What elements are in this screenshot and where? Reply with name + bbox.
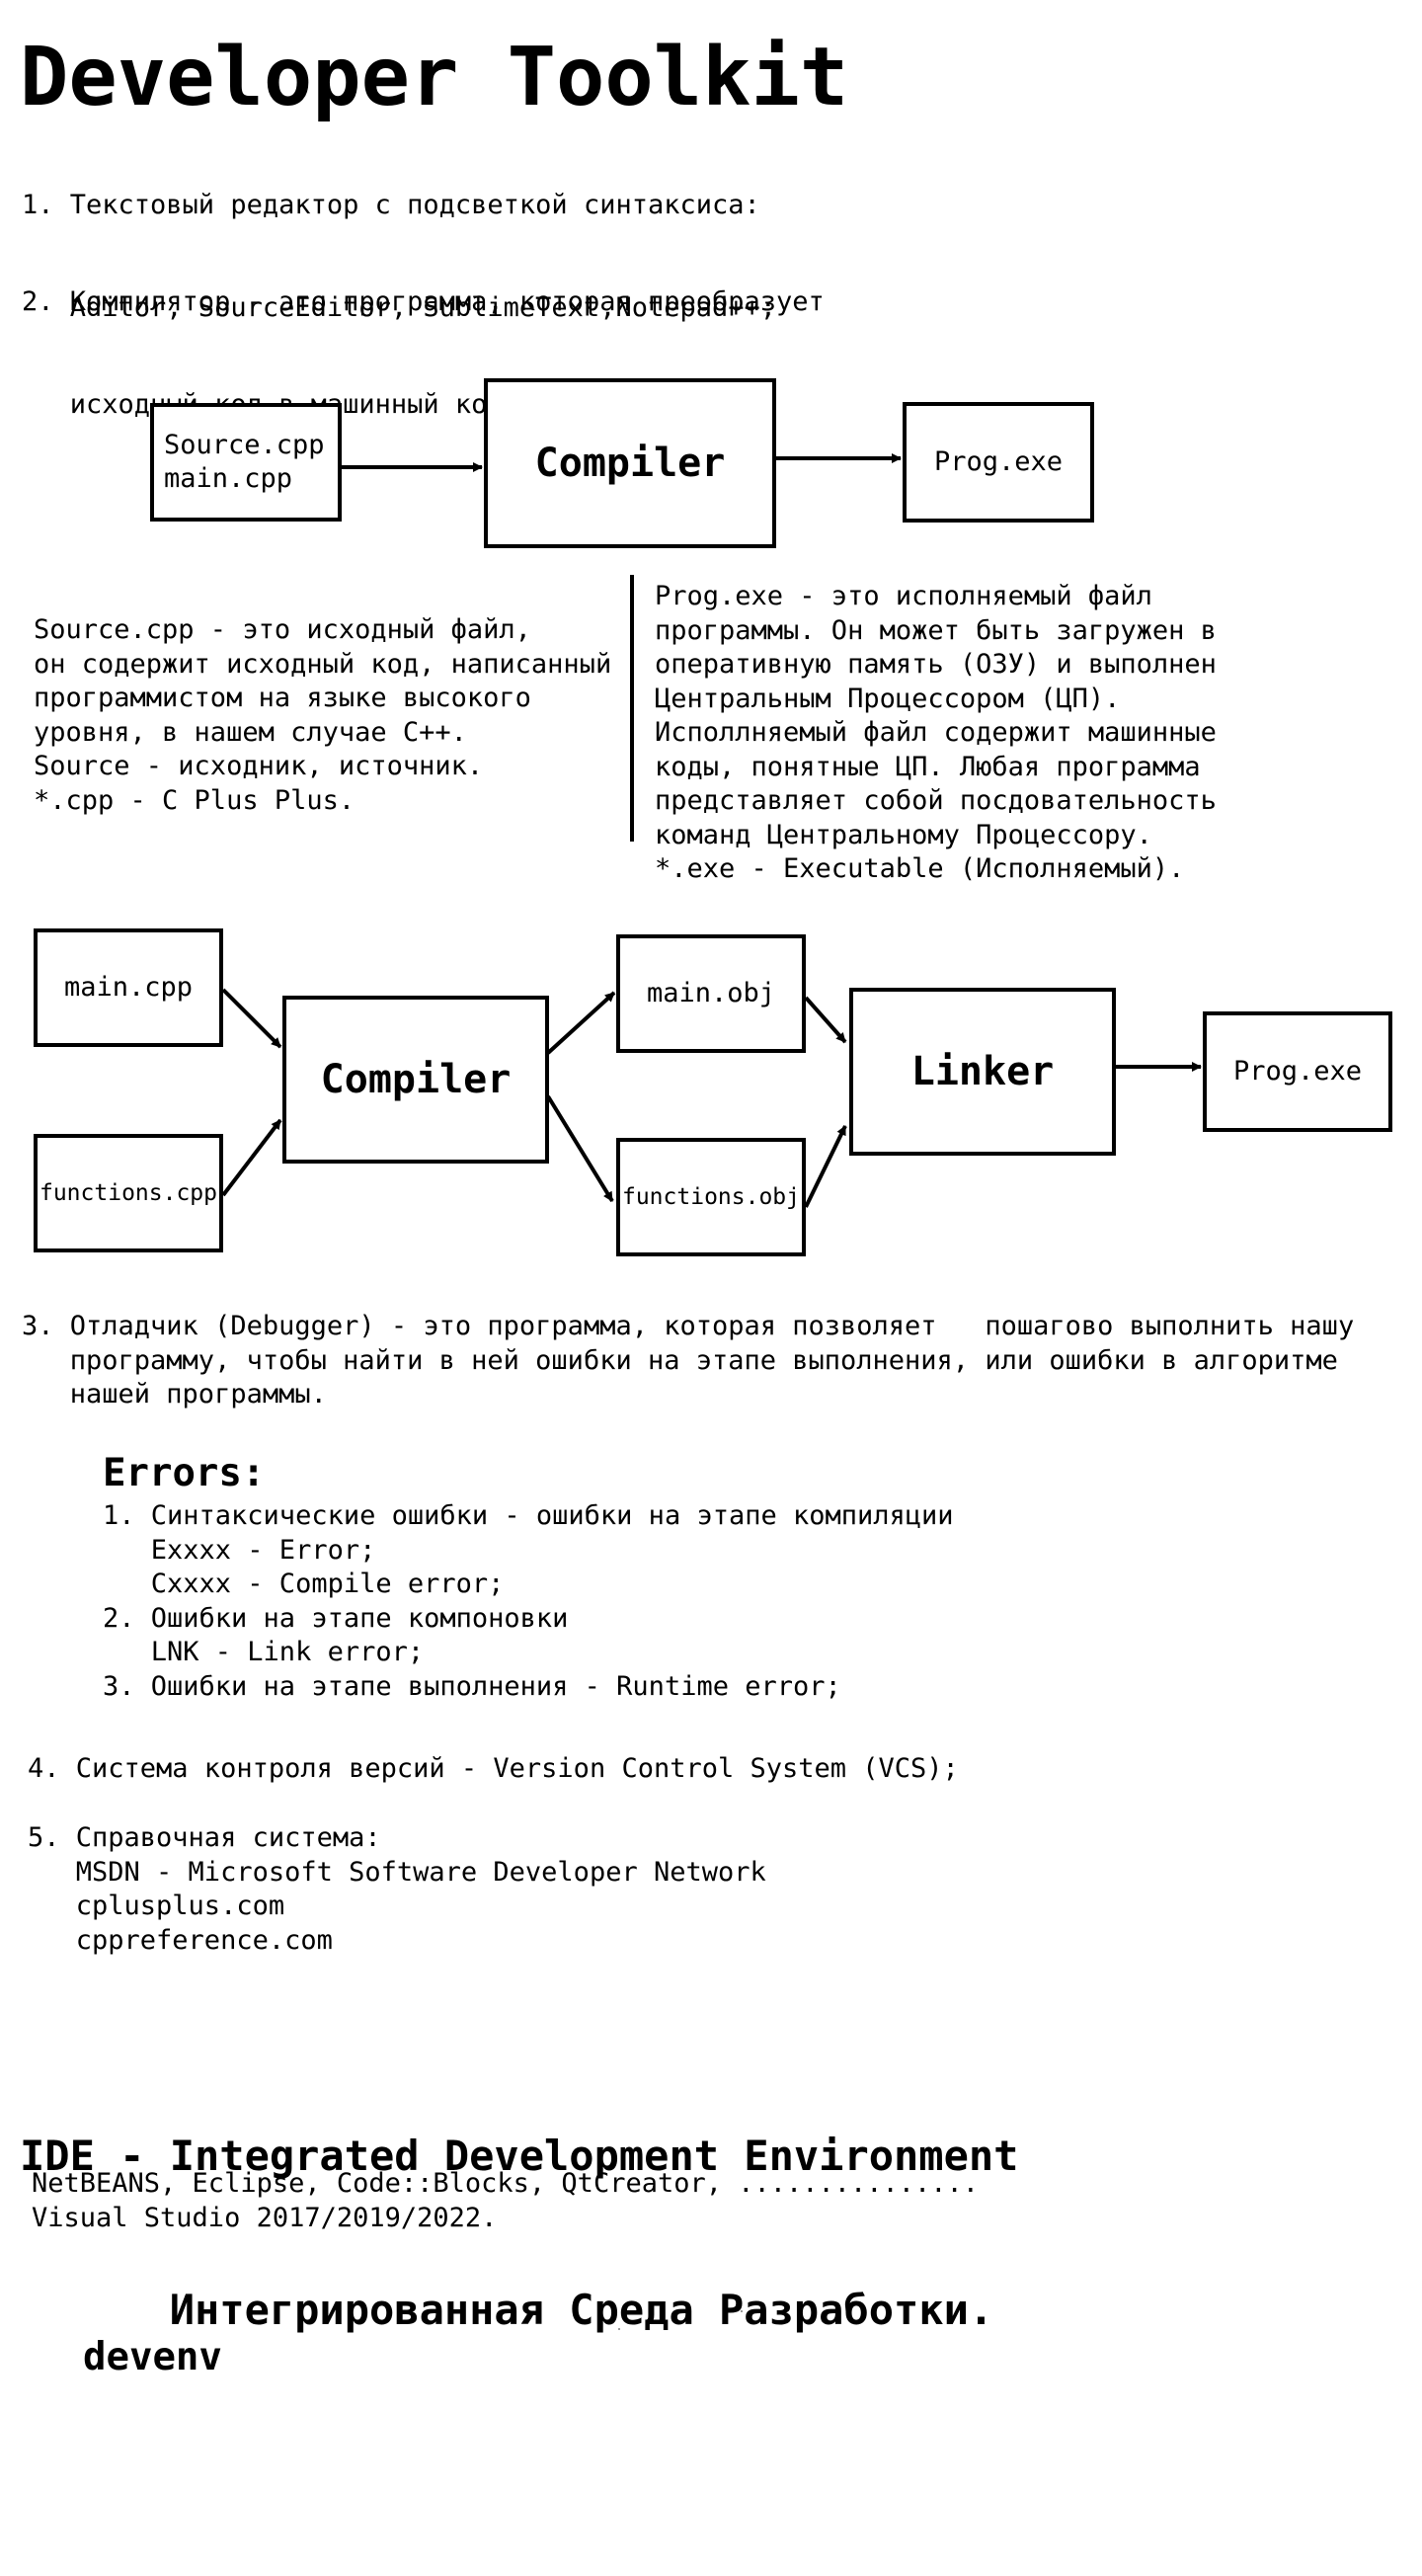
item-2-line-1: 2. Компилятор - это программа, которая п… [22, 286, 825, 317]
item-2: 2. Компилятор - это программа, которая п… [22, 217, 825, 456]
functions-obj-label: functions.obj [621, 1184, 800, 1210]
item-5: 5. Справочная система: MSDN - Microsoft … [28, 1822, 766, 1956]
item-1-line-2: Aditor, SourceEditor, SublimeText,Notepa… [22, 291, 777, 323]
main-cpp-label: main.cpp [63, 972, 194, 1003]
page-title: Developer Toolkit [20, 31, 849, 124]
prog-exe-label-2: Prog.exe [1232, 1056, 1363, 1087]
item-1-line-1: 1. Текстовый редактор с подсветкой синта… [22, 190, 760, 220]
arrow-main-obj-to-linker [804, 996, 847, 1044]
ide-list: NetBEANS, Eclipse, Code::Blocks, QtCreat… [32, 2168, 980, 2233]
main-obj-label: main.obj [646, 978, 776, 1008]
speck [741, 2310, 743, 2312]
ide-heading: IDE - Integrated Development Environment… [20, 2028, 1018, 2387]
arrow-main-cpp-to-compiler [221, 988, 282, 1049]
linker-label: Linker [910, 1049, 1055, 1094]
functions-obj-box: functions.obj [616, 1138, 806, 1256]
prog-exe-box-2: Prog.exe [1203, 1011, 1392, 1132]
main-cpp-box: main.cpp [34, 928, 223, 1047]
main-obj-box: main.obj [616, 934, 806, 1053]
functions-cpp-box: functions.cpp [34, 1134, 223, 1252]
exe-description: Prog.exe - это исполняемый файл программ… [655, 581, 1217, 884]
prog-exe-box: Prog.exe [903, 402, 1094, 523]
arrow-functions-cpp-to-compiler [221, 1118, 282, 1197]
errors-heading: Errors: [103, 1451, 266, 1495]
linker-box: Linker [849, 988, 1116, 1156]
item-1: 1. Текстовый редактор с подсветкой синта… [22, 121, 776, 360]
arrow-compiler-to-main-obj [546, 991, 616, 1055]
compiler-label: Compiler [534, 441, 726, 486]
compiler-label-2: Compiler [320, 1057, 512, 1102]
source-files-box: Source.cpp main.cpp [150, 403, 342, 522]
item-3: 3. Отладчик (Debugger) - это программа, … [22, 1311, 1355, 1409]
arrow-functions-obj-to-linker [804, 1125, 847, 1208]
functions-cpp-label: functions.cpp [39, 1180, 217, 1206]
arrow-compiler-to-functions-obj [546, 1094, 614, 1203]
ide-heading-line-2: Интегрированная Среда Разработки. [20, 2286, 994, 2334]
item-4: 4. Система контроля версий - Version Con… [28, 1753, 959, 1784]
prog-exe-label: Prog.exe [933, 446, 1064, 477]
ide-heading-line-1: IDE - Integrated Development Environment [20, 2132, 1019, 2180]
source-files-label: Source.cpp main.cpp [164, 430, 325, 494]
source-description: Source.cpp - это исходный файл, он содер… [34, 614, 612, 816]
compiler-box: Compiler [484, 378, 776, 548]
compiler-box-2: Compiler [282, 996, 549, 1164]
speck [618, 2328, 620, 2330]
errors-list: 1. Синтаксические ошибки - ошибки на эта… [103, 1500, 954, 1702]
devenv-label: devenv [83, 2335, 222, 2379]
